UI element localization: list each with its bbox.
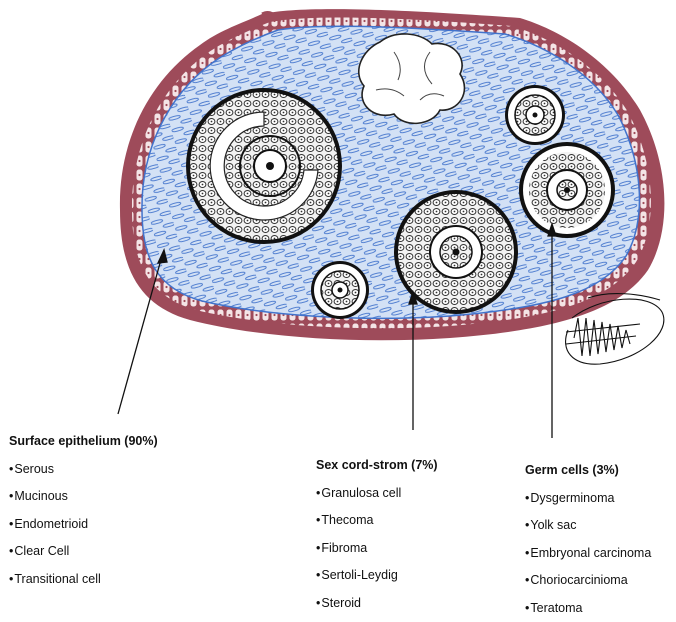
list-item: Yolk sac <box>525 512 651 540</box>
list-item: Clear Cell <box>9 538 158 566</box>
surface-epithelium-list: Serous Mucinous Endometrioid Clear Cell … <box>9 456 158 594</box>
list-item: Granulosa cell <box>316 480 438 508</box>
list-item: Mucinous <box>9 483 158 511</box>
sex-cord-list: Granulosa cell Thecoma Fibroma Sertoli-L… <box>316 480 438 618</box>
list-item: Dysgerminoma <box>525 485 651 513</box>
ovary-diagram <box>0 0 676 440</box>
label-sex-cord-stromal: Sex cord-strom (7%) Granulosa cell Theco… <box>316 452 438 617</box>
corpus-albicans <box>359 34 465 123</box>
germ-cells-list: Dysgerminoma Yolk sac Embryonal carcinom… <box>525 485 651 622</box>
sex-cord-title: Sex cord-strom (7%) <box>316 452 438 480</box>
surface-epithelium-title: Surface epithelium (90%) <box>9 428 158 456</box>
list-item: Transitional cell <box>9 566 158 594</box>
label-surface-epithelium: Surface epithelium (90%) Serous Mucinous… <box>9 428 158 593</box>
list-item: Serous <box>9 456 158 484</box>
list-item: Teratoma <box>525 595 651 622</box>
list-item: Choriocarcinioma <box>525 567 651 595</box>
list-item: Sertoli-Leydig <box>316 562 438 590</box>
list-item: Endometrioid <box>9 511 158 539</box>
list-item: Steroid <box>316 590 438 618</box>
primary-follicle-bottom <box>311 261 369 319</box>
list-item: Fibroma <box>316 535 438 563</box>
follicle-right <box>519 142 615 238</box>
label-germ-cells: Germ cells (3%) Dysgerminoma Yolk sac Em… <box>525 457 651 622</box>
list-item: Embryonal carcinoma <box>525 540 651 568</box>
primary-follicle-top <box>505 85 565 145</box>
list-item: Thecoma <box>316 507 438 535</box>
germ-cells-title: Germ cells (3%) <box>525 457 651 485</box>
antral-follicle-large <box>186 88 342 244</box>
